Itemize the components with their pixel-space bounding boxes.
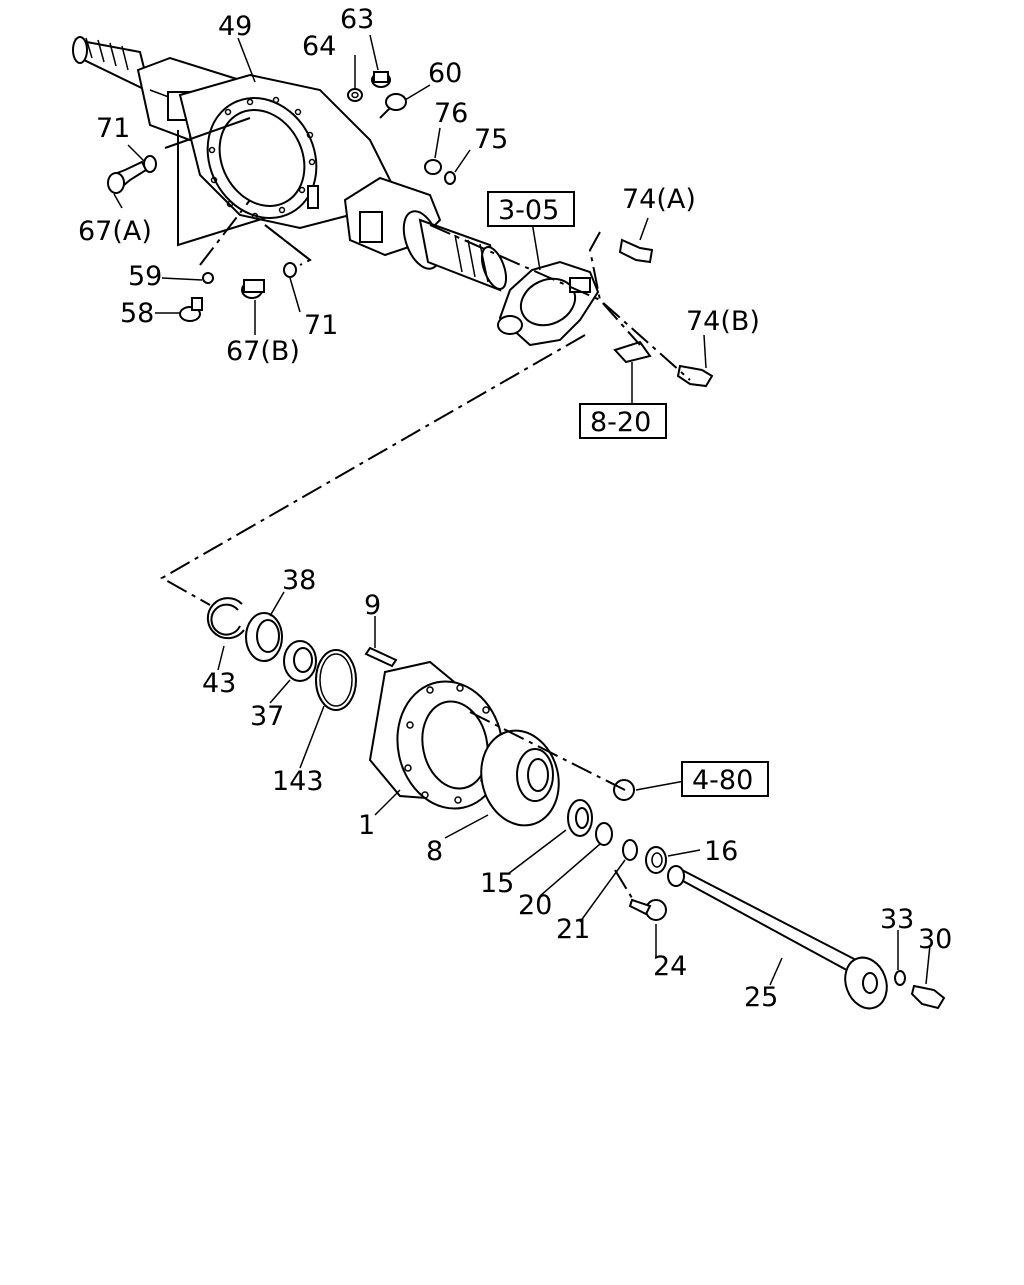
- bearing-37: [283, 640, 317, 682]
- label-75: 75: [474, 124, 508, 155]
- label-9: 9: [364, 590, 381, 621]
- seal-38: [245, 612, 283, 662]
- label-21: 21: [556, 914, 590, 945]
- label-15: 15: [480, 868, 514, 899]
- label-74a: 74(A): [622, 184, 696, 215]
- bolt-24: [628, 898, 667, 921]
- leader-lines: [113, 34, 931, 986]
- assembly-guide-lines: [159, 199, 691, 899]
- axle-housing: [72, 36, 508, 292]
- washer-33: [894, 970, 906, 986]
- label-143: 143: [272, 766, 324, 797]
- label-60: 60: [428, 58, 462, 89]
- brake-drum-1: [368, 660, 504, 810]
- label-63: 63: [340, 4, 374, 35]
- label-1: 1: [358, 810, 375, 841]
- bolt-67b: [241, 279, 265, 299]
- snap-ring-43: [206, 597, 245, 640]
- washer-64: [347, 88, 363, 102]
- brake-carrier: [497, 260, 600, 347]
- breather-58: [179, 297, 203, 322]
- hub-8: [480, 729, 560, 827]
- bolt-74a: [618, 238, 654, 264]
- label-24: 24: [653, 951, 687, 982]
- bolt-30: [910, 984, 946, 1010]
- bolt-74b: [676, 364, 714, 388]
- label-25: 25: [744, 982, 778, 1013]
- washer-71-lower: [283, 262, 297, 278]
- label-30: 30: [918, 924, 952, 955]
- stud-9: [364, 646, 398, 668]
- bearing-15: [567, 799, 593, 837]
- nut-76: [424, 159, 442, 175]
- label-20: 20: [518, 890, 552, 921]
- label-43: 43: [202, 668, 236, 699]
- plug-59: [202, 272, 214, 284]
- o-ring-143: [315, 649, 357, 711]
- label-59: 59: [128, 261, 162, 292]
- ref-box-8-20[interactable]: 8-20: [579, 403, 667, 439]
- label-74b: 74(B): [686, 306, 760, 337]
- ref-box-3-05[interactable]: 3-05: [487, 191, 575, 227]
- label-71-upper: 71: [96, 113, 130, 144]
- label-64: 64: [302, 31, 336, 62]
- part-labels: 49 63 64 60 71 76 75 67(A) 74(A) 59 58 6…: [78, 4, 952, 1013]
- bracket-8-20: [613, 340, 652, 364]
- lock-washer-21: [622, 839, 638, 861]
- axle-shaft-25: [667, 865, 888, 1010]
- bolt-67a: [107, 160, 148, 194]
- nut-20: [595, 822, 613, 846]
- svg-text:3-05: 3-05: [498, 195, 559, 226]
- label-33: 33: [880, 904, 914, 935]
- washer-75: [444, 171, 456, 185]
- bolt-63: [371, 71, 391, 88]
- label-67b: 67(B): [226, 336, 300, 367]
- plug-60: [379, 93, 407, 119]
- label-8: 8: [426, 836, 443, 867]
- label-37: 37: [250, 701, 284, 732]
- label-71-lower: 71: [304, 310, 338, 341]
- svg-text:4-80: 4-80: [692, 765, 753, 796]
- nut-16: [645, 846, 667, 874]
- label-76: 76: [434, 98, 468, 129]
- label-58: 58: [120, 298, 154, 329]
- label-67a: 67(A): [78, 216, 152, 247]
- label-49: 49: [218, 11, 252, 42]
- label-38: 38: [282, 565, 316, 596]
- ref-box-4-80[interactable]: 4-80: [681, 761, 769, 797]
- label-16: 16: [704, 836, 738, 867]
- svg-text:8-20: 8-20: [590, 407, 651, 438]
